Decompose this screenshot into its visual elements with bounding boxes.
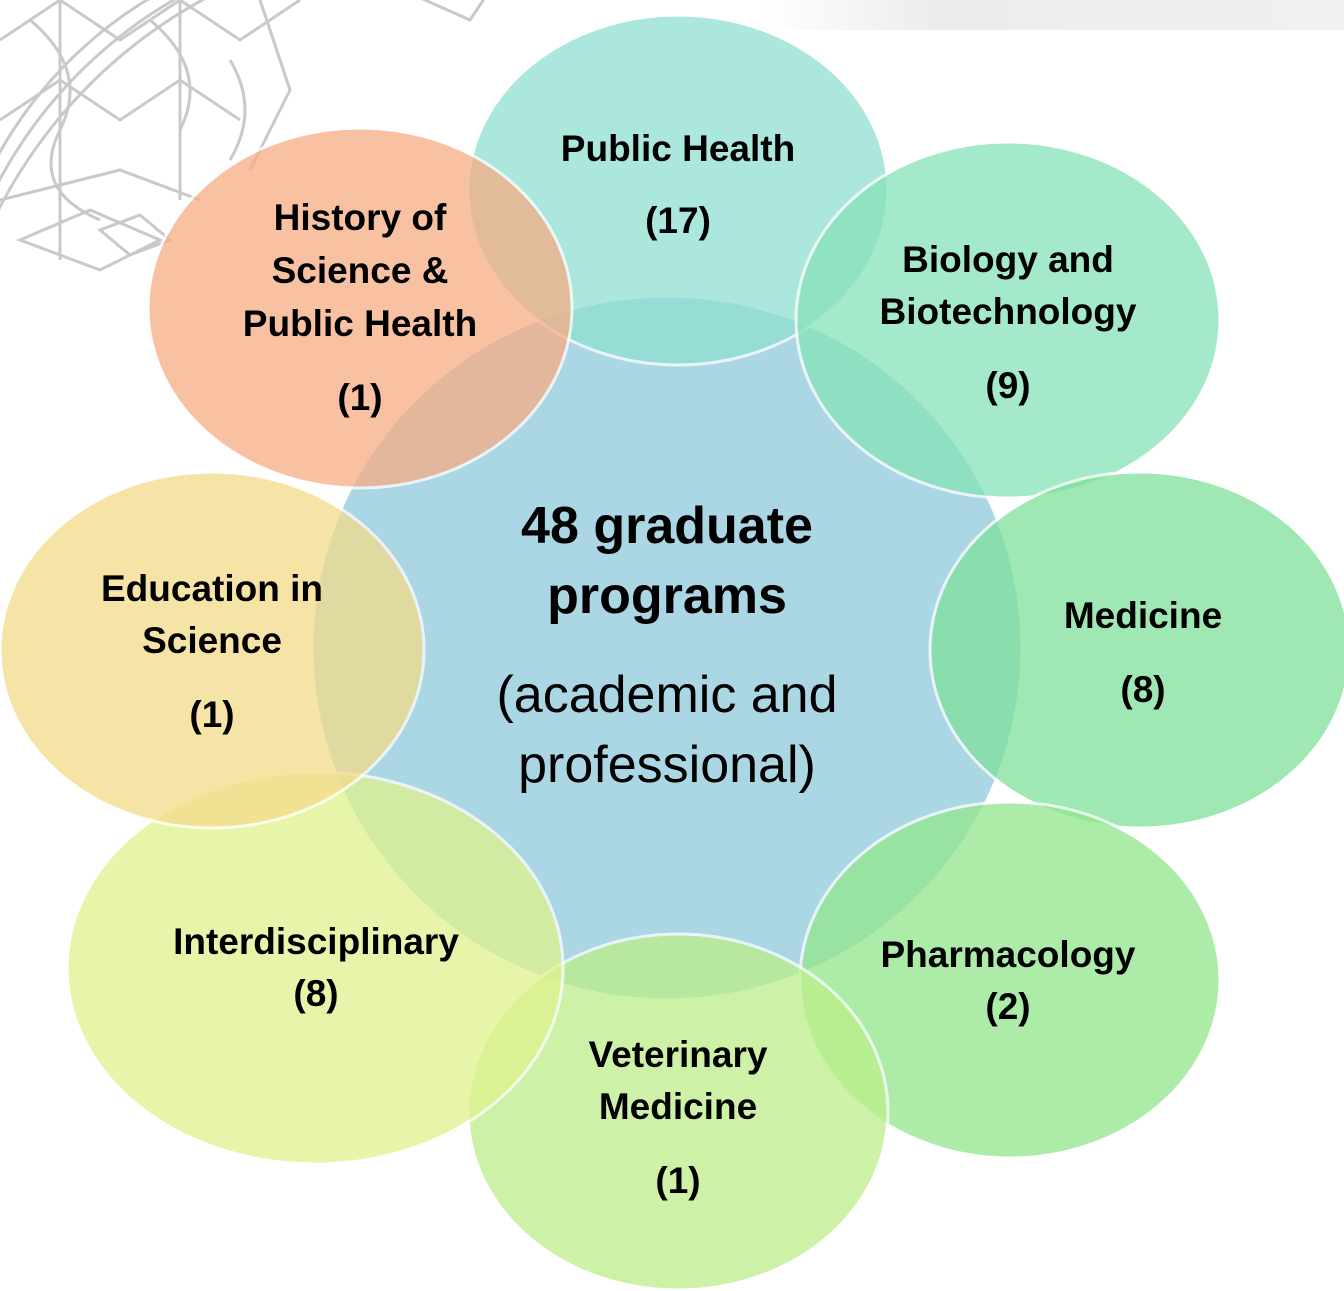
center-subtitle-line-1: (academic and: [496, 666, 837, 724]
header-band: [760, 0, 1344, 30]
public-health-label: Public Health: [561, 128, 795, 169]
biology-label-line-2: Biotechnology: [880, 291, 1137, 332]
education-in-science-bubble: [0, 470, 426, 830]
history-count: (1): [337, 377, 382, 418]
veterinary-label-line-1: Veterinary: [589, 1034, 768, 1075]
medicine-label: Medicine: [1064, 595, 1222, 636]
medicine-bubble: [928, 470, 1344, 830]
public-health-count: (17): [645, 200, 711, 241]
center-title-line-2: programs: [547, 567, 787, 625]
center-title-line-1: 48 graduate: [521, 497, 813, 555]
pharmacology-count: (2): [985, 986, 1030, 1027]
biology-count: (9): [985, 365, 1030, 406]
ornament-pattern: [0, 0, 486, 272]
history-label-line-2: Science &: [272, 250, 449, 291]
veterinary-count: (1): [655, 1160, 700, 1201]
biology-label-line-1: Biology and: [902, 239, 1114, 280]
history-science-public-health-bubble: [146, 126, 574, 490]
history-label-line-3: Public Health: [243, 303, 477, 344]
pharmacology-label: Pharmacology: [881, 934, 1136, 975]
interdisciplinary-bubble: [65, 770, 565, 1166]
veterinary-label-line-2: Medicine: [599, 1086, 757, 1127]
history-label-line-1: History of: [274, 197, 447, 238]
education-label-line-2: Science: [142, 620, 282, 661]
interdisciplinary-label: Interdisciplinary: [173, 921, 459, 962]
interdisciplinary-count: (8): [293, 973, 338, 1014]
education-label-line-1: Education in: [101, 568, 323, 609]
medicine-count: (8): [1120, 669, 1165, 710]
biology-biotechnology-bubble: [794, 140, 1222, 500]
center-subtitle-line-2: professional): [518, 736, 816, 794]
education-count: (1): [189, 694, 234, 735]
